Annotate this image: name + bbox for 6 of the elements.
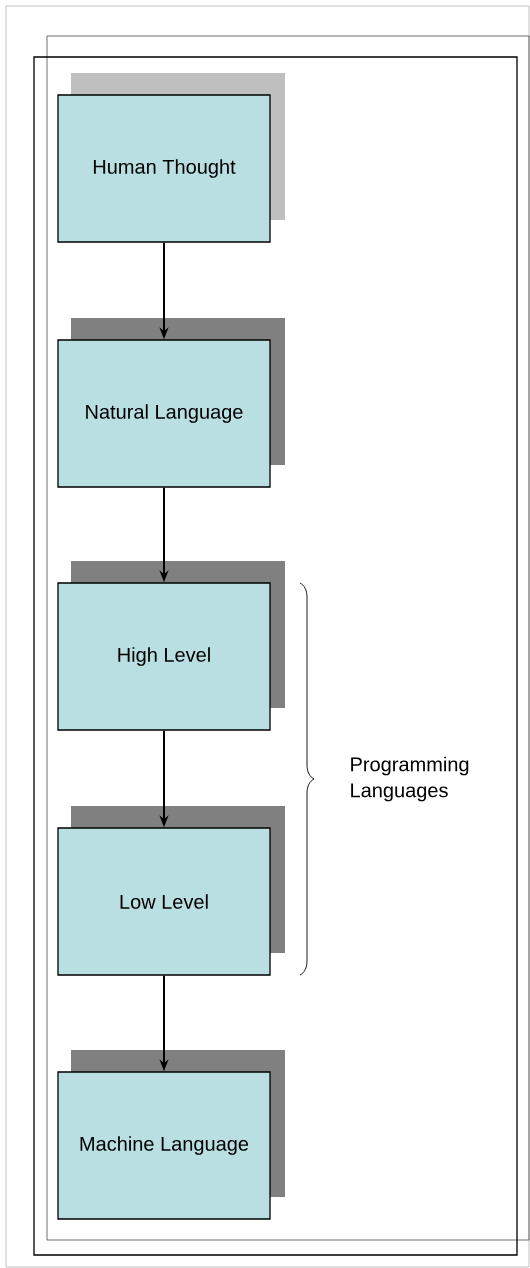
process-box: Natural Language	[57, 318, 285, 488]
process-box: High Level	[57, 561, 285, 731]
process-box: Low Level	[57, 806, 285, 976]
process-box: Machine Language	[57, 1050, 285, 1220]
process-box: Human Thought	[57, 73, 285, 243]
brace-label: Programming Languages	[351, 756, 469, 802]
